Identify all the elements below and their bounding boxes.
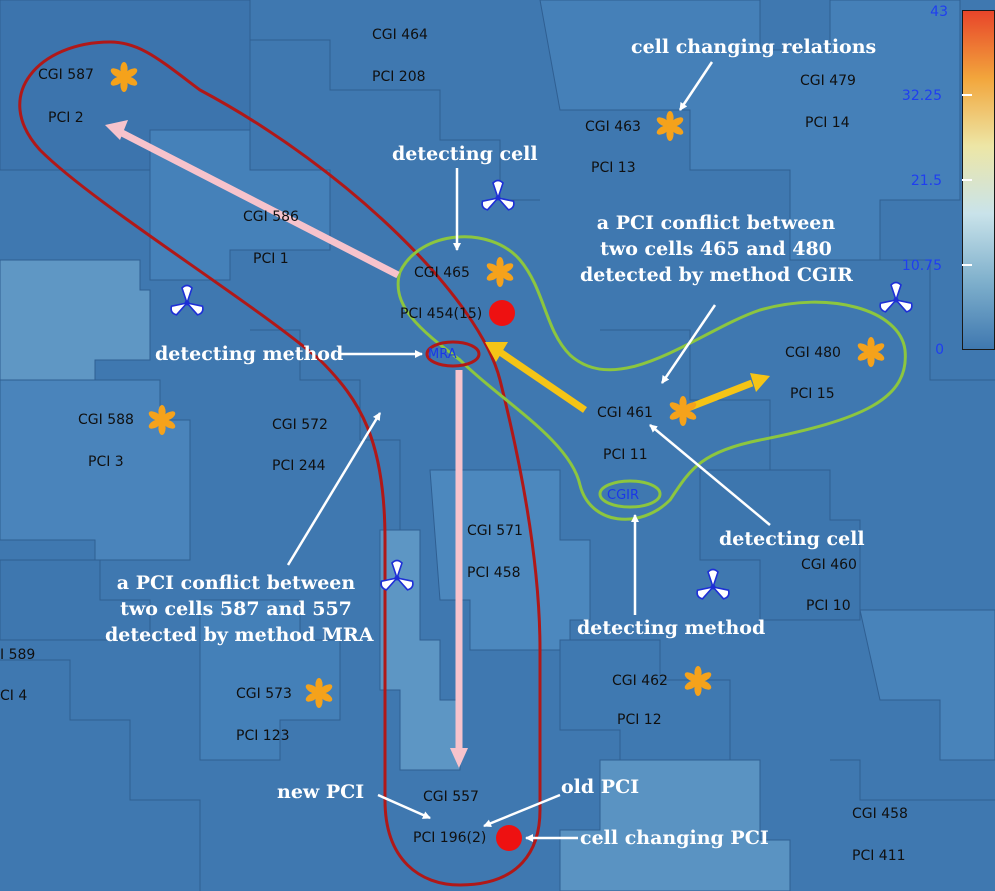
cell-pci-465: PCI 454(15) <box>400 306 483 322</box>
annotation-old-pci: old PCI <box>561 776 640 798</box>
cell-cgi-458: CGI 458 <box>852 806 908 822</box>
annotation-conflict-587-557: a PCI conflict between two cells 587 and… <box>105 570 374 648</box>
star-icon-461 <box>669 396 697 426</box>
annotation-conflict-465-480-line2: two cells 465 and 480 <box>600 238 832 260</box>
relation-arrow-head-480 <box>750 373 770 392</box>
star-icon-465 <box>486 257 514 287</box>
cell-cgi-588: CGI 588 <box>78 412 134 428</box>
cell-cgi-480: CGI 480 <box>785 345 841 361</box>
star-icon-462 <box>684 666 712 696</box>
cell-pci-571: PCI 458 <box>467 565 521 581</box>
cell-pci-557: PCI 196(2) <box>413 830 487 846</box>
cell-pci-588: PCI 3 <box>88 454 124 470</box>
annotation-conflict-465-480-line3: detected by method CGIR <box>580 264 853 286</box>
cell-pci-464: PCI 208 <box>372 69 426 85</box>
pointer-new-pci <box>377 793 431 820</box>
annotation-conflict-587-557-line2: two cells 587 and 557 <box>120 598 352 620</box>
annotation-conflict-465-480-line1: a PCI conflict between <box>596 212 836 234</box>
annotation-conflict-587-557-line1: a PCI conflict between <box>116 572 356 594</box>
relation-arrow-461-480 <box>686 379 754 412</box>
legend-tick-10-75: 10.75 <box>901 258 942 274</box>
cell-pci-572: PCI 244 <box>272 458 326 474</box>
cell-pci-586: PCI 1 <box>253 251 289 267</box>
cell-pci-480: PCI 15 <box>790 386 835 402</box>
star-icon-587 <box>110 62 138 92</box>
cell-pci-587: PCI 2 <box>48 110 84 126</box>
cell-pci-460: PCI 10 <box>806 598 851 614</box>
annotation-new-pci: new PCI <box>277 781 365 803</box>
annotation-conflict-465-480: a PCI conflict between two cells 465 and… <box>580 210 853 288</box>
annotation-detecting-cell-top: detecting cell <box>392 143 538 165</box>
relation-arrow-465-587 <box>120 129 400 279</box>
cell-pci-458: PCI 411 <box>852 848 906 864</box>
pointer-old-pci <box>483 793 561 828</box>
mra-conflict-outline <box>18 40 542 887</box>
cell-cgi-587: CGI 587 <box>38 67 94 83</box>
pointer-detecting-cell-right <box>649 424 771 526</box>
cell-cgi-479: CGI 479 <box>800 73 856 89</box>
method-label-cgir: CGIR <box>607 488 640 503</box>
cell-cgi-572: CGI 572 <box>272 417 328 433</box>
color-scale-legend <box>962 10 995 350</box>
cell-pci-479: PCI 14 <box>805 115 850 131</box>
annotation-detecting-cell-right: detecting cell <box>719 528 865 550</box>
annotation-cell-changing-relations: cell changing relations <box>631 36 877 58</box>
annotation-detecting-method-bottom: detecting method <box>577 617 766 639</box>
relation-arrow-head-557 <box>450 748 468 768</box>
legend-tick-0: 0 <box>935 342 944 358</box>
star-icon-463 <box>656 111 684 141</box>
color-scale-ticks <box>962 94 972 266</box>
relation-arrow-head-465 <box>485 342 508 362</box>
cell-pci-461: PCI 11 <box>603 447 648 463</box>
pointer-conflict-587-557 <box>286 412 382 566</box>
cgir-conflict-outline <box>396 235 907 521</box>
cell-pci-589: CI 4 <box>0 688 28 704</box>
cell-cgi-573: CGI 573 <box>236 686 292 702</box>
antenna-icon-1 <box>481 179 515 211</box>
antenna-icon-3 <box>879 281 913 313</box>
relation-arrow-head-587 <box>105 120 128 140</box>
annotation-cell-changing-pci: cell changing PCI <box>580 827 769 849</box>
cell-cgi-463: CGI 463 <box>585 119 641 135</box>
star-icon-573 <box>305 678 333 708</box>
star-icon-588 <box>148 405 176 435</box>
cell-cgi-464: CGI 464 <box>372 27 428 43</box>
legend-tick-21-5: 21.5 <box>910 173 942 189</box>
pci-change-dot-465 <box>489 300 515 326</box>
cell-cgi-557: CGI 557 <box>423 789 479 805</box>
pointer-conflict-465-480 <box>660 304 717 384</box>
legend-tick-32-25: 32.25 <box>901 88 942 104</box>
cell-cgi-586: CGI 586 <box>243 209 299 225</box>
annotation-detecting-method-left: detecting method <box>155 343 344 365</box>
antenna-icon-5 <box>696 568 730 600</box>
pointer-cell-changing-relations <box>678 61 714 111</box>
cgir-method-ellipse <box>598 479 662 509</box>
cell-cgi-462: CGI 462 <box>612 673 668 689</box>
legend-tick-43: 43 <box>930 4 948 20</box>
cell-cgi-465: CGI 465 <box>414 265 470 281</box>
mra-method-ellipse <box>425 340 481 368</box>
antenna-icon-4 <box>380 559 414 591</box>
annotation-conflict-587-557-line3: detected by method MRA <box>105 624 374 646</box>
cell-pci-573: PCI 123 <box>236 728 290 744</box>
cell-pci-462: PCI 12 <box>617 712 662 728</box>
cell-cgi-460: CGI 460 <box>801 557 857 573</box>
cell-pci-463: PCI 13 <box>591 160 636 176</box>
method-label-mra: MRA <box>428 347 457 362</box>
antenna-icon-2 <box>170 284 204 316</box>
pci-change-dot-557 <box>496 825 522 851</box>
cell-cgi-461: CGI 461 <box>597 405 653 421</box>
star-icon-480 <box>857 337 885 367</box>
relation-arrow-461-465 <box>498 349 587 413</box>
cell-cgi-571: CGI 571 <box>467 523 523 539</box>
cell-cgi-589: I 589 <box>0 647 36 663</box>
